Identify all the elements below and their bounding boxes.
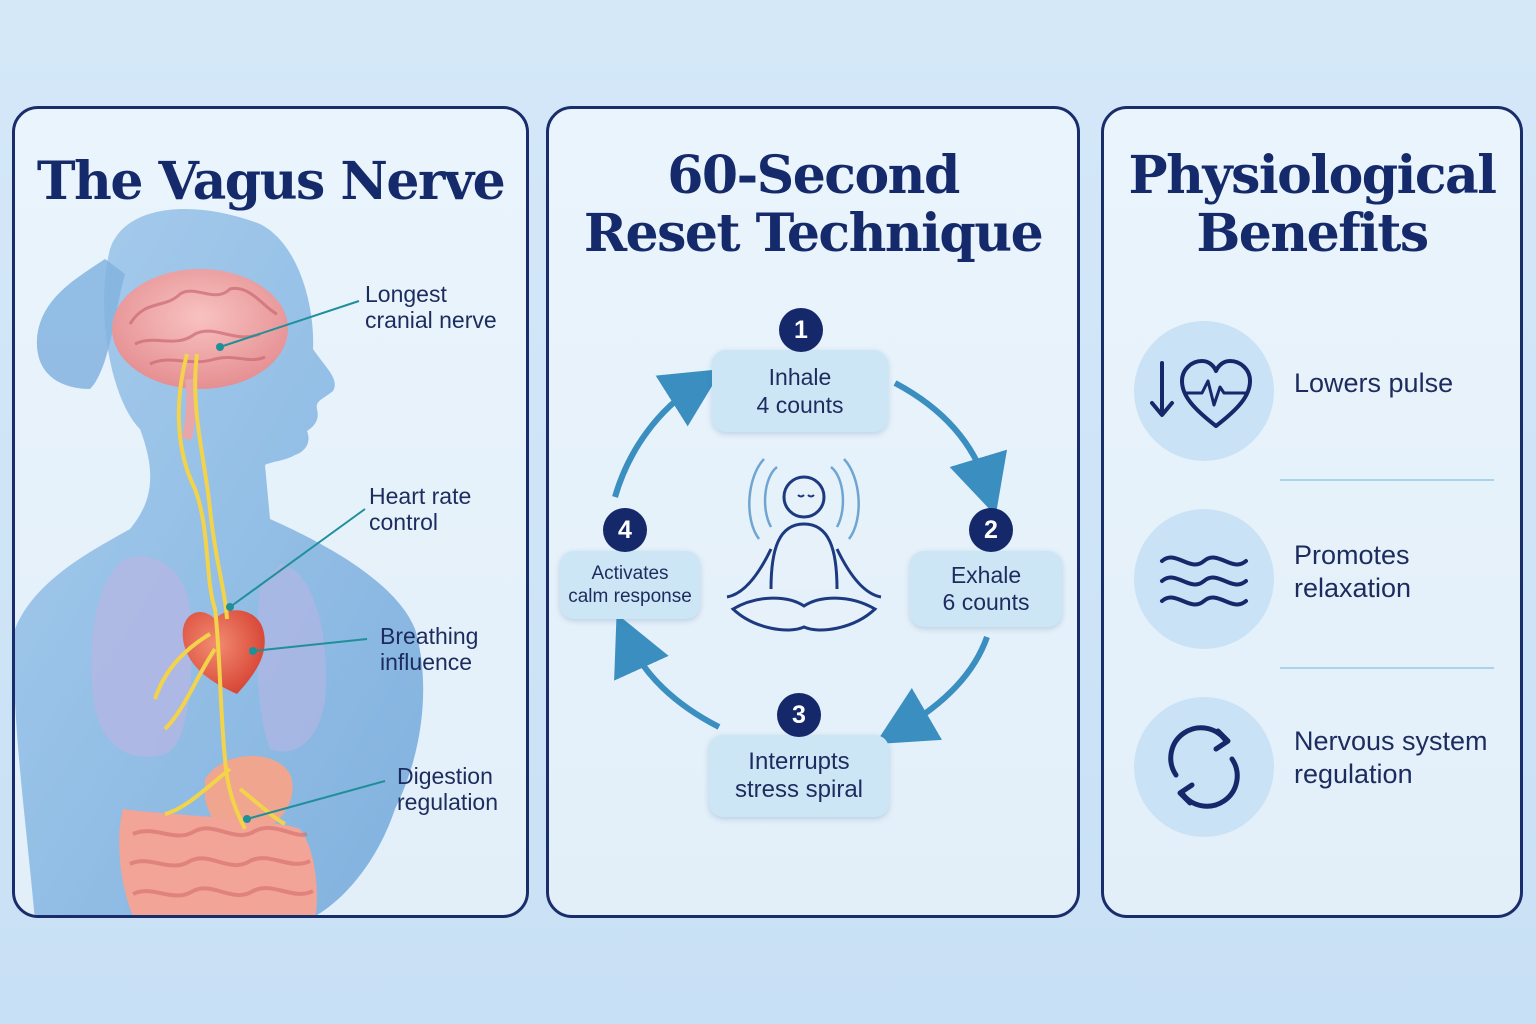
cycle-arrows [612,368,1008,745]
benefit-icon-circle [1134,697,1274,837]
heart [182,610,265,694]
label-breathing: Breathing influence [380,623,479,675]
cycle-arrows-icon [1168,725,1240,809]
divider [1280,479,1494,481]
step-1-box: Inhale 4 counts [712,350,888,432]
benefit-icon-circle [1134,509,1274,649]
benefit-label-relaxation: Promotes relaxation [1294,540,1412,603]
step-3-box: Interrupts stress spiral [709,735,889,817]
benefits-panel: Physiological Benefits Lowers pulse Prom… [1101,106,1523,918]
hair [36,259,126,389]
divider [1280,667,1494,669]
arrow-3-to-4 [614,613,721,730]
step-4-box: Activates calm response [560,551,700,619]
panel-title: 60-Second Reset Technique [583,145,1044,265]
label-heart-rate: Heart rate control [369,483,472,535]
anatomy-illustration [15,209,424,915]
left-lung [91,556,192,757]
step-4-badge: 4 [603,508,647,552]
right-lung [257,564,326,752]
panel-title: Physiological Benefits [1128,145,1498,265]
leader-dot [249,647,257,655]
waves-icon [1160,555,1248,607]
panel-title: The Vagus Nerve [36,151,506,212]
leader-dot [243,815,251,823]
reset-technique-panel: 60-Second Reset Technique Inhale 4 count… [546,106,1080,918]
step-1-badge: 1 [779,308,823,352]
intestines [119,809,317,915]
leader-line [219,300,360,348]
label-cranial-nerve: Longest cranial nerve [365,281,497,333]
step-2-badge: 2 [969,508,1013,552]
meditating-person-icon [726,458,882,632]
leader-line [246,780,386,820]
benefit-label-pulse: Lowers pulse [1294,368,1454,398]
step-3-badge: 3 [777,693,821,737]
brain [112,269,288,389]
vagus-nerve-path [153,353,286,830]
label-digestion: Digestion regulation [397,763,499,815]
leader-dot [226,603,234,611]
leader-line [252,638,368,652]
benefit-icon-circle [1134,321,1274,461]
leader-line [229,508,366,608]
vagus-nerve-panel: The Vagus Nerve Longest cranial nerve He… [12,106,529,918]
lower-heart-rate-icon [1150,359,1252,428]
arrow-4-to-1 [612,368,723,498]
step-2-box: Exhale 6 counts [910,551,1062,627]
arrow-2-to-3 [875,636,990,745]
benefit-label-regulation: Nervous system regulation [1294,726,1488,789]
arrow-1-to-2 [893,380,1008,516]
leader-dot [216,343,224,351]
